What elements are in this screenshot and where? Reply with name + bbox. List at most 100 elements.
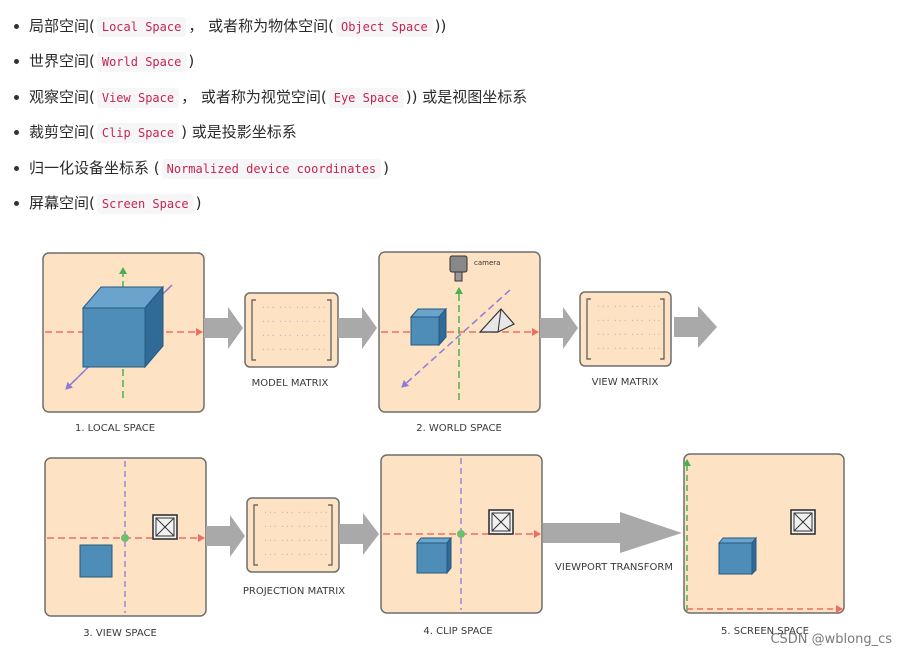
list-item: 观察空间(View Space， 或者称为视觉空间(Eye Space)) 或是…: [14, 80, 527, 115]
list-item: 世界空间(World Space): [14, 44, 527, 79]
viewport-transform-arrow: VIEWPORT TRANSFORM: [543, 512, 682, 573]
list-item: 归一化设备坐标系 (Normalized device coordinates): [14, 151, 527, 186]
matrix-cell: ···: [647, 316, 661, 325]
matrix-cell: ···: [280, 522, 294, 531]
matrix-cell: ···: [647, 302, 661, 311]
matrix-cell: ···: [596, 316, 610, 325]
camera-icon: [449, 255, 468, 282]
pipeline-arrow: [204, 307, 243, 349]
item-text: ， 或者称为物体空间(: [188, 17, 334, 35]
matrix-cell: ···: [312, 331, 326, 340]
matrix-cell: ···: [280, 550, 294, 559]
cube-icon: [409, 307, 448, 347]
inline-code: Normalized device coordinates: [161, 158, 382, 179]
matrix-cell: ···: [261, 331, 275, 340]
projection-matrix: ········································…: [243, 497, 345, 597]
matrix-cell: ···: [295, 331, 309, 340]
matrix-cell: ···: [295, 303, 309, 312]
matrix-cell: ···: [613, 344, 627, 353]
object-box-icon: [790, 509, 816, 535]
pipeline-arrow: [206, 515, 245, 557]
inline-code: World Space: [96, 52, 187, 73]
object-box-icon: [488, 509, 514, 535]
inline-code: View Space: [96, 87, 180, 108]
item-text: ): [188, 52, 195, 71]
pyramid-icon: [478, 308, 515, 333]
cube-icon: [81, 285, 165, 369]
pipeline-arrow: [540, 307, 578, 349]
projection-matrix-label: PROJECTION MATRIX: [243, 586, 345, 597]
matrix-cell: ···: [263, 550, 277, 559]
watermark: CSDN @wblong_cs: [770, 632, 892, 647]
matrix-cell: ···: [630, 330, 644, 339]
matrix-cell: ···: [297, 508, 311, 517]
matrix-cell: ···: [280, 536, 294, 545]
matrix-cell: ···: [312, 303, 326, 312]
camera-label: camera: [474, 259, 500, 267]
matrix-cell: ···: [261, 345, 275, 354]
matrix-cell: ···: [297, 522, 311, 531]
view-matrix-label: VIEW MATRIX: [592, 377, 659, 388]
matrix-cell: ···: [630, 344, 644, 353]
matrix-cell: ···: [596, 302, 610, 311]
matrix-cell: ···: [314, 550, 328, 559]
matrix-cell: ···: [278, 345, 292, 354]
matrix-cell: ···: [596, 344, 610, 353]
matrix-cell: ···: [295, 317, 309, 326]
item-text: ): [383, 158, 389, 177]
matrix-cell: ···: [278, 303, 292, 312]
inline-code: Eye Space: [328, 87, 404, 108]
object-box-icon: [152, 514, 178, 540]
inline-code: Screen Space: [96, 193, 194, 214]
local-space-panel: 1. LOCAL SPACE: [42, 252, 205, 434]
list-item: 裁剪空间(Clip Space) 或是投影坐标系: [14, 115, 527, 150]
matrix-cell: ···: [630, 316, 644, 325]
matrix-cell: ···: [314, 508, 328, 517]
matrix-cell: ···: [278, 317, 292, 326]
pipeline-arrow: [339, 513, 379, 555]
cube-icon: [415, 536, 453, 575]
matrix-cell: ···: [314, 536, 328, 545]
view-space-panel: 3. VIEW SPACE: [44, 457, 207, 639]
item-text: ， 或者称为视觉空间(: [181, 87, 327, 106]
matrix-cell: ···: [630, 302, 644, 311]
pipeline-arrow: [674, 306, 717, 348]
matrix-cell: ···: [312, 317, 326, 326]
matrix-cell: ···: [312, 345, 326, 354]
matrix-cell: ···: [314, 522, 328, 531]
view-matrix: ········································…: [579, 291, 672, 388]
matrix-cell: ···: [295, 345, 309, 354]
item-text: ): [195, 193, 202, 212]
matrix-cell: ···: [613, 316, 627, 325]
origin-dot: [457, 530, 465, 538]
matrix-cell: ···: [263, 536, 277, 545]
item-text: 世界空间(: [29, 52, 95, 71]
inline-code: Local Space: [96, 17, 187, 37]
matrix-cell: ···: [263, 508, 277, 517]
matrix-cells: ········································…: [261, 303, 326, 354]
item-text: )) 或是视图坐标系: [405, 87, 528, 106]
item-text: 观察空间(: [29, 87, 95, 106]
cube-icon: [717, 536, 758, 576]
item-text: ) 或是投影坐标系: [181, 123, 297, 142]
matrix-cell: ···: [647, 330, 661, 339]
screen-space-panel: 5. SCREEN SPACE: [683, 453, 845, 637]
matrix-cell: ···: [261, 303, 275, 312]
world-space-label: 2. WORLD SPACE: [416, 423, 502, 434]
origin-dot: [121, 534, 129, 542]
item-text: 裁剪空间(: [29, 123, 95, 142]
clip-space-label: 4. CLIP SPACE: [423, 626, 492, 637]
matrix-cell: ···: [261, 317, 275, 326]
inline-code: Clip Space: [96, 123, 180, 144]
inline-code: Object Space: [335, 17, 433, 37]
item-text: 屏幕空间(: [29, 193, 95, 212]
matrix-cell: ···: [263, 522, 277, 531]
list-item: 屏幕空间(Screen Space): [14, 186, 527, 221]
matrix-cell: ···: [647, 344, 661, 353]
item-text: 归一化设备坐标系 (: [29, 158, 160, 177]
view-space-label: 3. VIEW SPACE: [83, 628, 157, 639]
matrix-cells: ········································…: [596, 302, 661, 353]
world-space-panel: camera 2. WORLD SPACE: [378, 251, 541, 434]
matrix-cell: ···: [596, 330, 610, 339]
